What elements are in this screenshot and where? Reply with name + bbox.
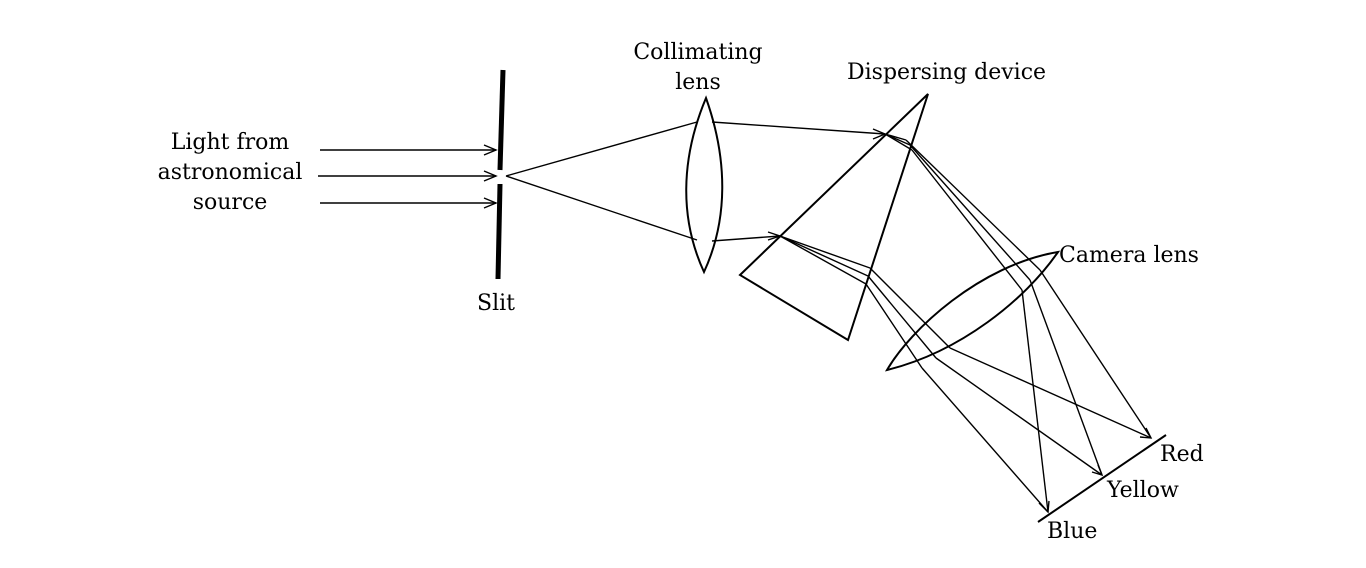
slit bbox=[495, 69, 506, 280]
focused-rays bbox=[921, 269, 1153, 514]
source-label-line-1: Light from bbox=[170, 130, 290, 155]
collimating-label-line-2: lens bbox=[675, 70, 721, 95]
dispersing-device-label: Dispersing device bbox=[847, 60, 1047, 85]
camera-lens bbox=[884, 250, 1061, 372]
collimating-label-line-1: Collimating bbox=[633, 40, 763, 65]
blue-label: Blue bbox=[1047, 519, 1098, 544]
upper-beam-dispersion bbox=[884, 133, 913, 151]
incoming-light-rays bbox=[318, 144, 498, 209]
collimating-lens bbox=[685, 95, 724, 275]
collimating-lens-label: Collimating lens bbox=[618, 38, 778, 98]
camera-lens-label: Camera lens bbox=[1059, 243, 1199, 268]
light-source-label: Light from astronomical source bbox=[150, 128, 310, 218]
yellow-label: Yellow bbox=[1107, 478, 1179, 503]
detector-plane bbox=[1037, 434, 1167, 523]
diverging-rays bbox=[505, 121, 698, 241]
dispersing-prism bbox=[738, 93, 929, 342]
lower-beam-exit-rays bbox=[865, 267, 951, 369]
source-label-line-3: source bbox=[192, 190, 268, 215]
slit-label: Slit bbox=[477, 291, 515, 316]
lower-beam-dispersion bbox=[779, 235, 871, 285]
red-label: Red bbox=[1160, 442, 1204, 467]
upper-beam-exit-rays bbox=[905, 139, 1041, 291]
collimated-rays bbox=[711, 121, 887, 242]
source-label-line-2: astronomical bbox=[157, 160, 303, 185]
